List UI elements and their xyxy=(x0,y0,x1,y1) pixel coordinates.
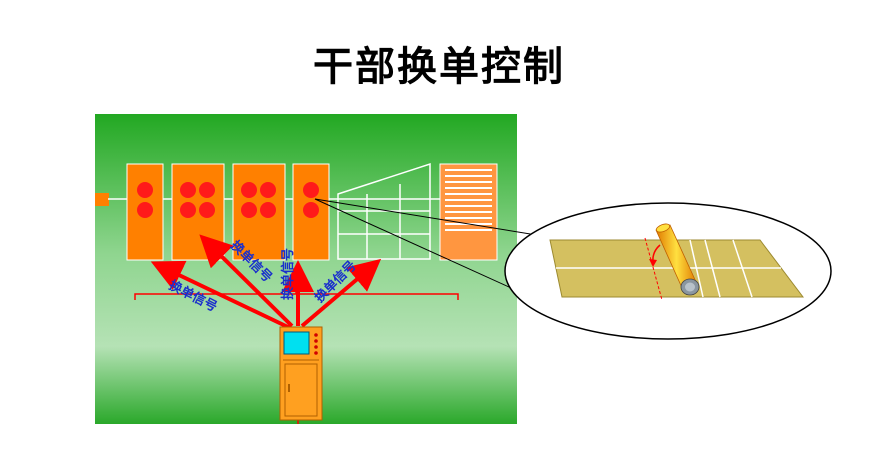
feed-box xyxy=(95,193,109,206)
stacker xyxy=(439,163,498,261)
rotation-arrow-head xyxy=(649,259,657,267)
page-title: 干部换单控制 xyxy=(313,44,565,90)
dryer-unit-4 xyxy=(292,163,330,261)
dryer-unit-2 xyxy=(171,163,225,261)
control-cabinet xyxy=(279,326,323,421)
dryer-unit-3 xyxy=(232,163,286,261)
signal-arrows xyxy=(150,234,382,330)
roller-detail xyxy=(655,223,700,296)
cut-line xyxy=(644,237,663,301)
callout-lines xyxy=(314,198,556,293)
conveyor-frame xyxy=(337,162,431,260)
dryer-unit-1 xyxy=(126,163,164,261)
signal-label-3: 换单信号 xyxy=(280,248,296,300)
